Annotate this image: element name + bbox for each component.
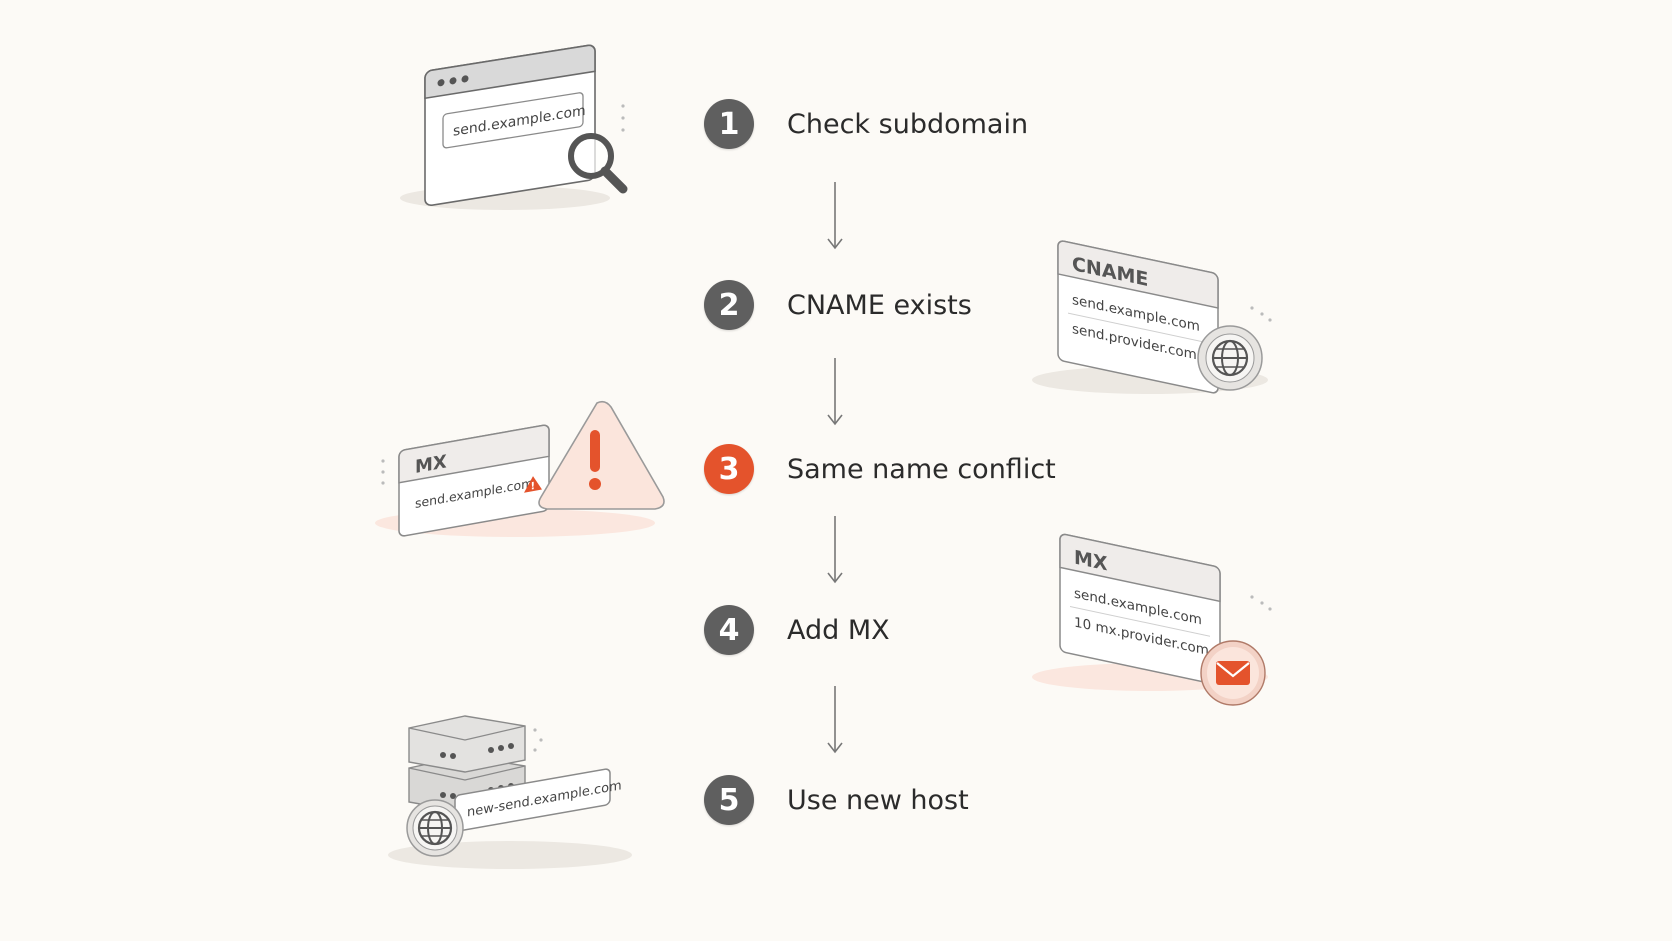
mx-card-illustration: MX send.example.com 10 mx.provider.com	[1032, 533, 1272, 706]
step-3-label: Same name conflict	[787, 453, 1056, 485]
arrow-4-5	[827, 686, 843, 754]
step-1: 1 Check subdomain	[704, 98, 1028, 150]
globe-icon	[1197, 325, 1263, 391]
server-illustration: new-send.example.com	[388, 715, 632, 869]
step-5-badge: 5	[704, 775, 754, 825]
mx-conflict-illustration: MX send.example.com !	[375, 400, 665, 537]
arrow-2-3	[827, 358, 843, 426]
step-4-label: Add MX	[787, 614, 890, 646]
step-5: 5 Use new host	[704, 774, 969, 826]
cname-card-illustration: CNAME send.example.com send.provider.com	[1032, 240, 1272, 394]
step-2-label: CNAME exists	[787, 289, 972, 321]
arrow-1-2	[827, 182, 843, 250]
warning-icon	[538, 400, 665, 510]
step-2-badge: 2	[704, 280, 754, 330]
step-2: 2 CNAME exists	[704, 279, 972, 331]
browser-illustration: send.example.com	[400, 44, 628, 210]
magnifier-icon	[568, 133, 628, 194]
step-1-label: Check subdomain	[787, 108, 1029, 140]
step-1-badge: 1	[704, 99, 754, 149]
arrow-3-4	[827, 516, 843, 584]
svg-text:!: !	[531, 481, 536, 493]
step-3: 3 Same name conflict	[704, 443, 1056, 495]
globe-icon	[406, 799, 464, 857]
step-3-badge: 3	[704, 444, 754, 494]
step-4: 4 Add MX	[704, 604, 890, 656]
step-4-badge: 4	[704, 605, 754, 655]
step-5-label: Use new host	[787, 784, 969, 816]
envelope-icon	[1200, 640, 1266, 706]
